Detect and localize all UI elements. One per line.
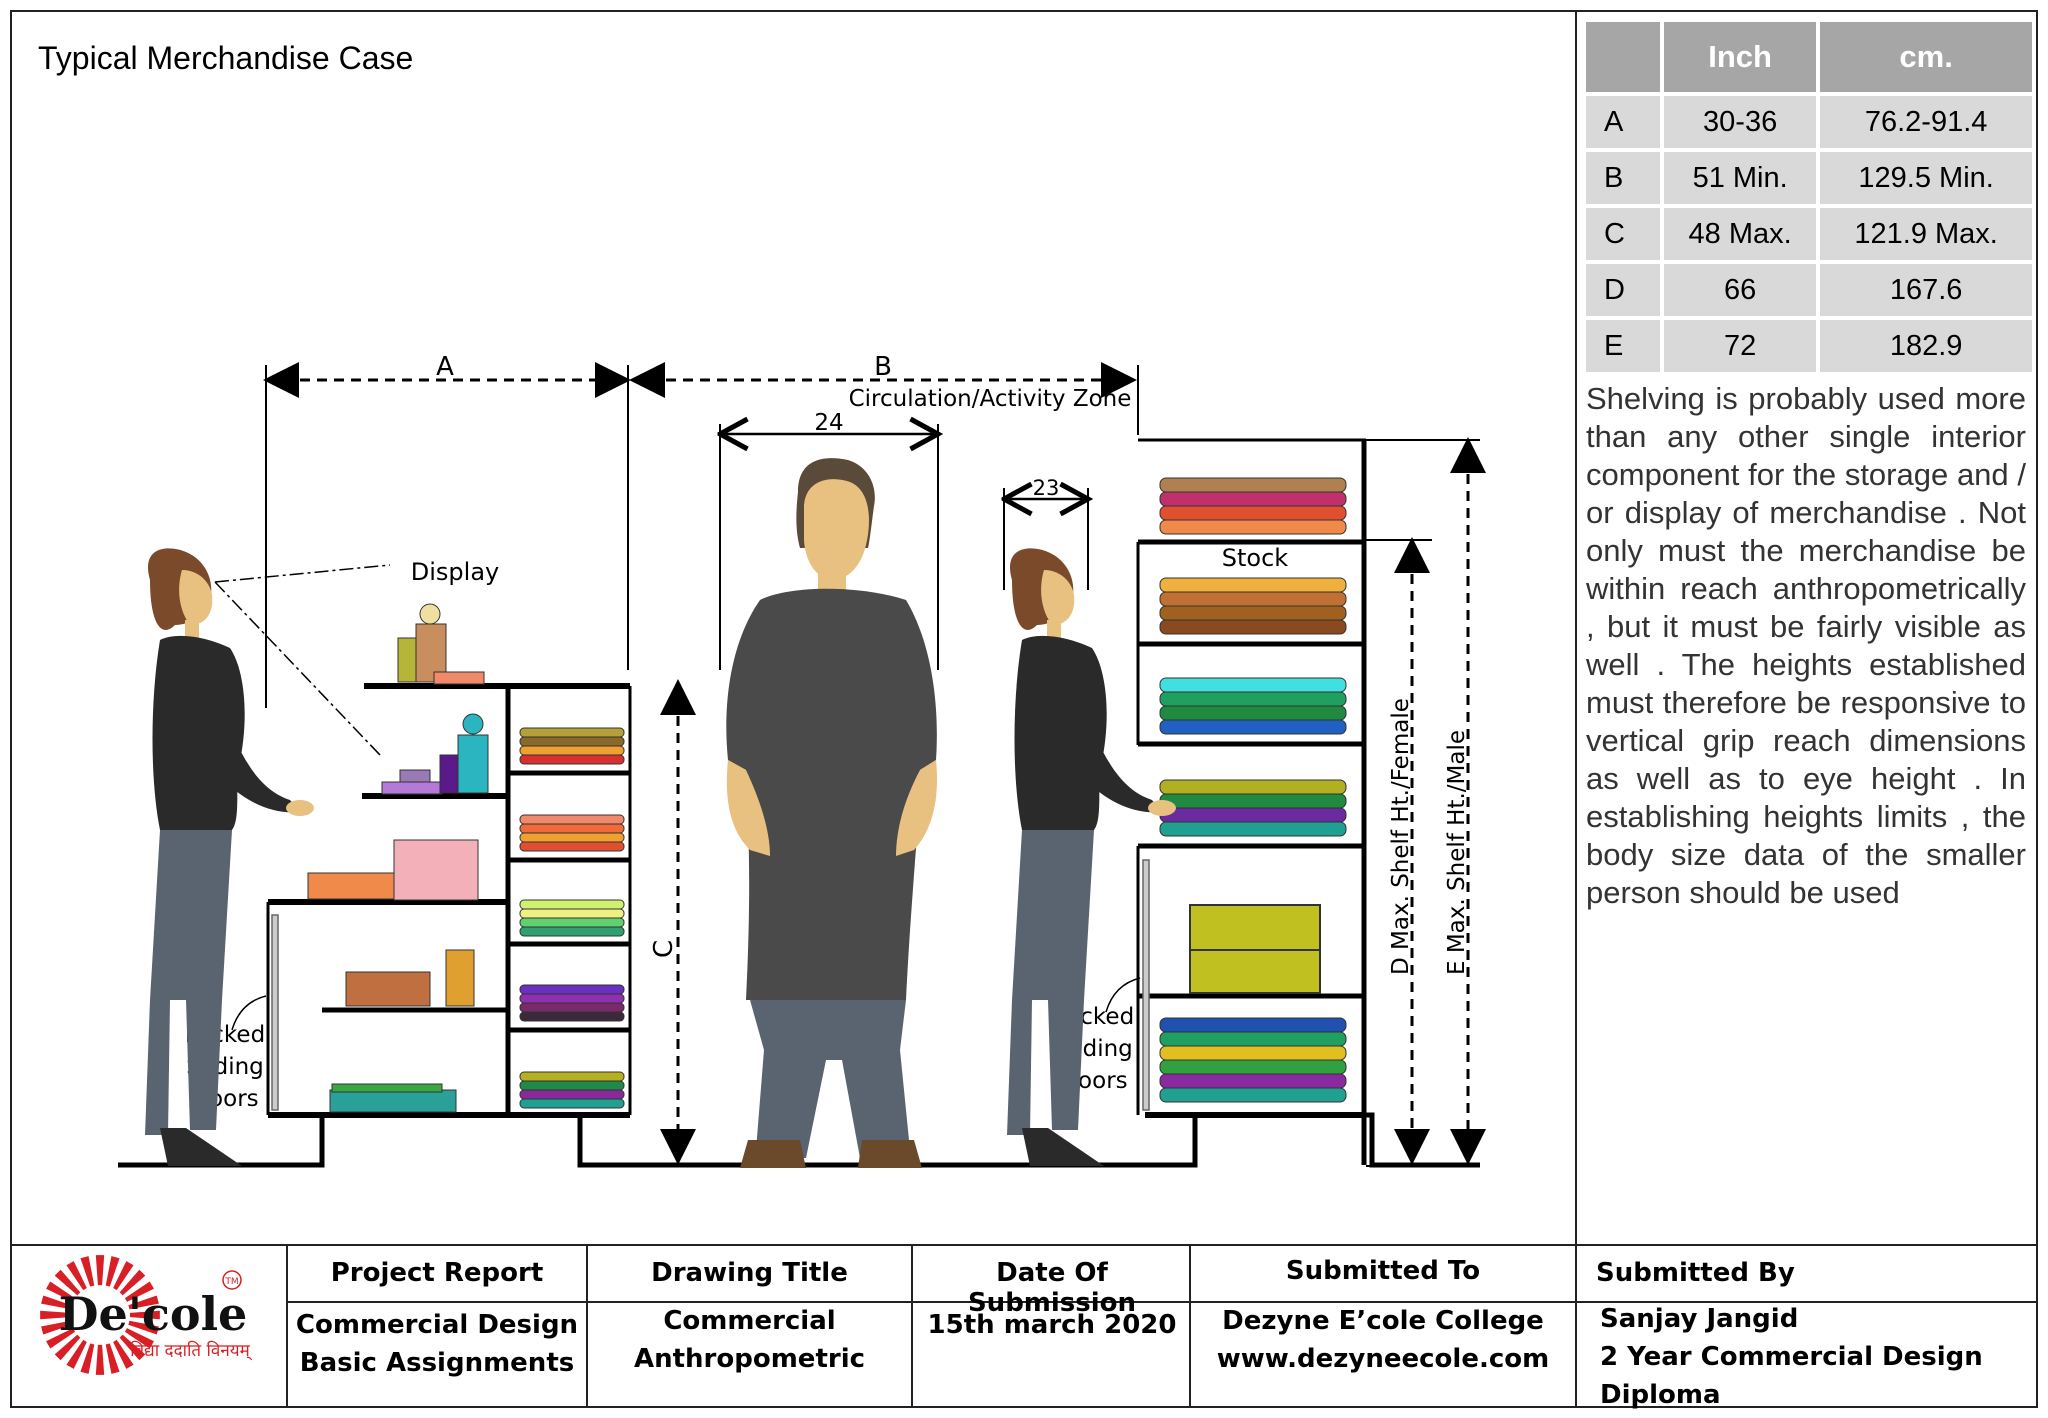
drawing-title-label: Drawing Title xyxy=(651,1258,848,1288)
logo-ray xyxy=(113,1261,134,1291)
dimension-d: D Max. Shelf Ht./Female xyxy=(1366,537,1432,1165)
logo-ray xyxy=(46,1281,76,1302)
row-cm: 121.9 Max. xyxy=(1820,208,2032,260)
logo-ray xyxy=(54,1334,81,1361)
dimension-23: 23 xyxy=(1004,476,1088,590)
row-inch: 51 Min. xyxy=(1664,152,1817,204)
logo-ray xyxy=(41,1295,72,1310)
logo-ray xyxy=(128,1295,159,1310)
table-header-blank xyxy=(1586,22,1660,92)
row-key: C xyxy=(1586,208,1660,260)
dimension-a: A xyxy=(263,352,631,708)
sight-lines xyxy=(214,564,391,756)
female-figure-left xyxy=(145,548,314,1166)
logo-ray xyxy=(46,1328,76,1349)
project-report-label: Project Report xyxy=(330,1258,544,1288)
dimension-b-label: B xyxy=(874,352,892,382)
footer-grid xyxy=(10,1244,2038,1408)
table-row: A 30-36 76.2-91.4 xyxy=(1586,96,2032,148)
row-key: A xyxy=(1586,96,1660,148)
dimension-e: E Max. Shelf Ht./Male xyxy=(1366,437,1486,1167)
logo-ray xyxy=(95,1344,105,1375)
row-key: B xyxy=(1586,152,1660,204)
row-key: D xyxy=(1586,264,1660,316)
dimension-e-label: E Max. Shelf Ht./Male xyxy=(1444,730,1470,975)
project-report-value: Commercial Design Basic Assignments xyxy=(295,1310,579,1378)
dimension-table: Inch cm. A 30-36 76.2-91.4 B 51 Min. 129… xyxy=(1582,18,2036,376)
decole-logo: De'cole विद्या ददाति विनयम् TM xyxy=(40,1255,253,1375)
row-inch: 48 Max. xyxy=(1664,208,1817,260)
logo-wordmark: De'cole xyxy=(59,1287,248,1341)
male-figure-center xyxy=(726,458,938,1168)
logo-ray xyxy=(66,1261,87,1291)
table-header-cm: cm. xyxy=(1820,22,2032,92)
female-figure-right xyxy=(1007,548,1176,1166)
row-inch: 30-36 xyxy=(1664,96,1817,148)
row-cm: 167.6 xyxy=(1820,264,2032,316)
circulation-label: Circulation/Activity Zone xyxy=(849,386,1132,412)
table-row: C 48 Max. 121.9 Max. xyxy=(1586,208,2032,260)
logo-ray xyxy=(54,1269,81,1296)
table-header-inch: Inch xyxy=(1664,22,1817,92)
row-cm: 129.5 Min. xyxy=(1820,152,2032,204)
logo-ray xyxy=(105,1256,120,1287)
logo-tagline: विद्या ददाति विनयम् xyxy=(130,1340,253,1361)
submitted-by-value: Sanjay Jangid 2 Year Commercial Design D… xyxy=(1600,1304,1983,1410)
date-label: Date Of Submission xyxy=(967,1258,1137,1318)
logo-ray xyxy=(113,1339,134,1369)
right-folded-stacks xyxy=(1159,477,1347,1103)
description-paragraph: Shelving is probably used more than any … xyxy=(1586,381,2026,910)
row-key: E xyxy=(1586,320,1660,372)
date-value: 15th march 2020 xyxy=(927,1310,1177,1340)
dimension-d-label: D Max. Shelf Ht./Female xyxy=(1388,698,1414,975)
right-shelving-unit xyxy=(1136,438,1367,1165)
logo-ray xyxy=(119,1269,146,1296)
drawing-title-value: Commercial Anthropometric xyxy=(633,1306,866,1374)
logo-ray xyxy=(40,1310,71,1320)
row-cm: 182.9 xyxy=(1820,320,2032,372)
logo-ray xyxy=(129,1310,160,1320)
dimension-24-label: 24 xyxy=(814,410,843,436)
logo-ray xyxy=(124,1328,154,1349)
row-cm: 76.2-91.4 xyxy=(1820,96,2032,148)
logo-ray xyxy=(66,1339,87,1369)
dimension-b: B Circulation/Activity Zone xyxy=(629,352,1139,435)
submitted-to-label: Submitted To xyxy=(1285,1256,1481,1286)
display-label: Display xyxy=(411,558,499,586)
logo-ray xyxy=(128,1320,159,1335)
table-row: D 66 167.6 xyxy=(1586,264,2032,316)
logo-ray xyxy=(105,1343,120,1374)
stock-label: Stock xyxy=(1222,544,1289,572)
dimension-24: 24 xyxy=(720,410,938,670)
dimension-c: C xyxy=(649,679,696,1165)
drawing-title: Typical Merchandise Case xyxy=(38,40,414,76)
submitted-to-value: Dezyne E’cole College www.dezyneecole.co… xyxy=(1216,1306,1550,1374)
table-row: B 51 Min. 129.5 Min. xyxy=(1586,152,2032,204)
logo-ray xyxy=(124,1281,154,1302)
submitted-by-label: Submitted By xyxy=(1596,1258,1795,1288)
row-inch: 72 xyxy=(1664,320,1817,372)
logo-ray xyxy=(95,1255,105,1286)
dimension-a-label: A xyxy=(436,352,454,382)
drawing-sheet xyxy=(10,10,2038,1408)
table-row: E 72 182.9 xyxy=(1586,320,2032,372)
logo-ray xyxy=(80,1256,95,1287)
logo-ray xyxy=(119,1334,146,1361)
logo-trademark: TM xyxy=(224,1277,238,1287)
logo-ray xyxy=(80,1343,95,1374)
left-folded-stacks xyxy=(519,727,625,1109)
row-inch: 66 xyxy=(1664,264,1817,316)
display-case-left xyxy=(266,603,632,1118)
logo-ray xyxy=(41,1320,72,1335)
dimension-c-label: C xyxy=(649,940,679,958)
dimension-23-label: 23 xyxy=(1033,476,1060,500)
